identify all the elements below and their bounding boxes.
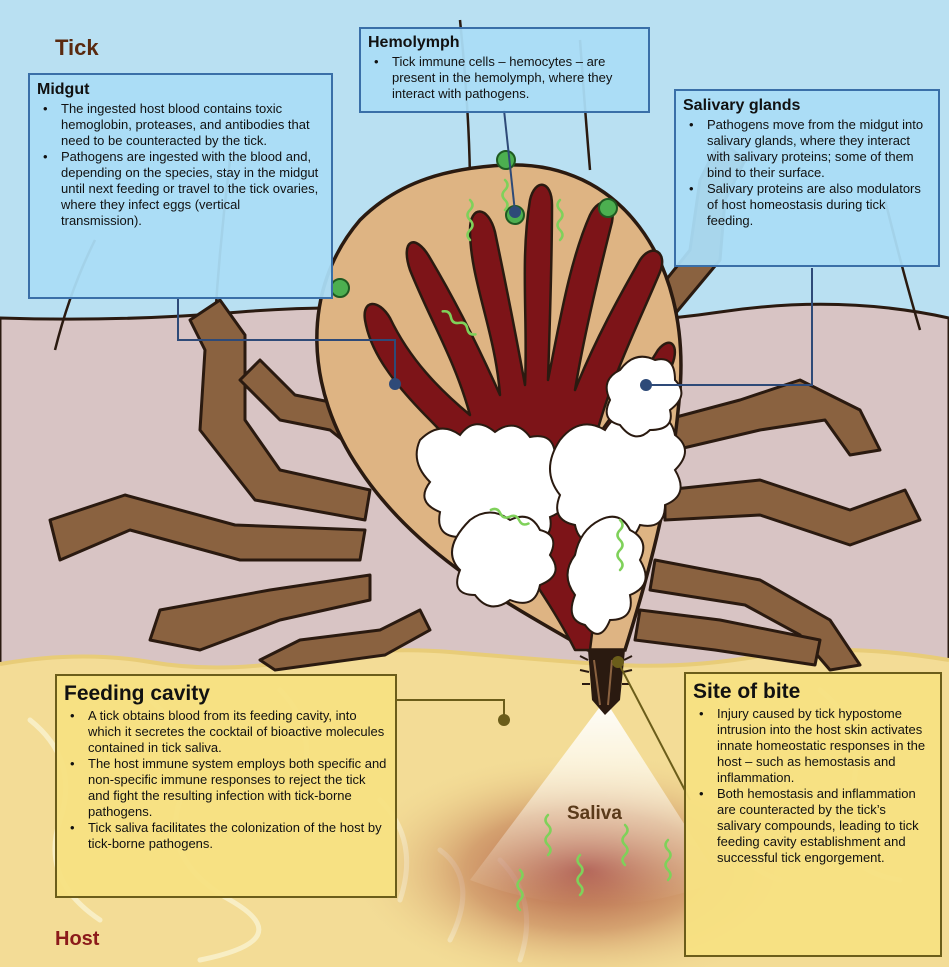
bite-site-pointer-dot [612,656,624,668]
feeding-cavity-item: Tick saliva facilitates the colonization… [64,820,388,852]
hemolymph-item: Tick immune cells – hemocytes – are pres… [368,54,640,102]
site-of-bite-list: Injury caused by tick hypostome intrusio… [693,706,933,866]
salivary-glands-box: Salivary glands Pathogens move from the … [674,89,940,267]
tick-label: Tick [55,35,99,61]
midgut-item: Pathogens are ingested with the blood an… [37,149,323,229]
midgut-box: Midgut The ingested host blood contains … [28,73,333,299]
midgut-title: Midgut [37,81,323,99]
saliva-label: Saliva [567,803,622,825]
site-of-bite-item: Both hemostasis and inflammation are cou… [693,786,933,866]
midgut-item: The ingested host blood contains toxic h… [37,101,323,149]
site-of-bite-item: Injury caused by tick hypostome intrusio… [693,706,933,786]
midgut-list: The ingested host blood contains toxic h… [37,101,323,229]
hemolymph-list: Tick immune cells – hemocytes – are pres… [368,54,640,102]
salivary-glands-item: Pathogens move from the midgut into sali… [683,117,931,181]
feeding-cavity-box: Feeding cavity A tick obtains blood from… [55,674,397,898]
salivary-pointer-dot [640,379,652,391]
feeding-cavity-item: The host immune system employs both spec… [64,756,388,820]
hemolymph-title: Hemolymph [368,34,640,52]
feeding-cavity-pointer-dot [498,714,510,726]
feeding-cavity-title: Feeding cavity [64,682,388,706]
salivary-glands-item: Salivary proteins are also modulators of… [683,181,931,229]
feeding-cavity-list: A tick obtains blood from its feeding ca… [64,708,388,852]
midgut-pointer-dot [389,378,401,390]
hemolymph-box: Hemolymph Tick immune cells – hemocytes … [359,27,650,113]
site-of-bite-box: Site of bite Injury caused by tick hypos… [684,672,942,957]
hemolymph-pointer-dot [509,206,521,218]
site-of-bite-title: Site of bite [693,680,933,704]
salivary-glands-title: Salivary glands [683,97,931,115]
host-label: Host [55,928,99,951]
feeding-cavity-item: A tick obtains blood from its feeding ca… [64,708,388,756]
salivary-glands-list: Pathogens move from the midgut into sali… [683,117,931,229]
